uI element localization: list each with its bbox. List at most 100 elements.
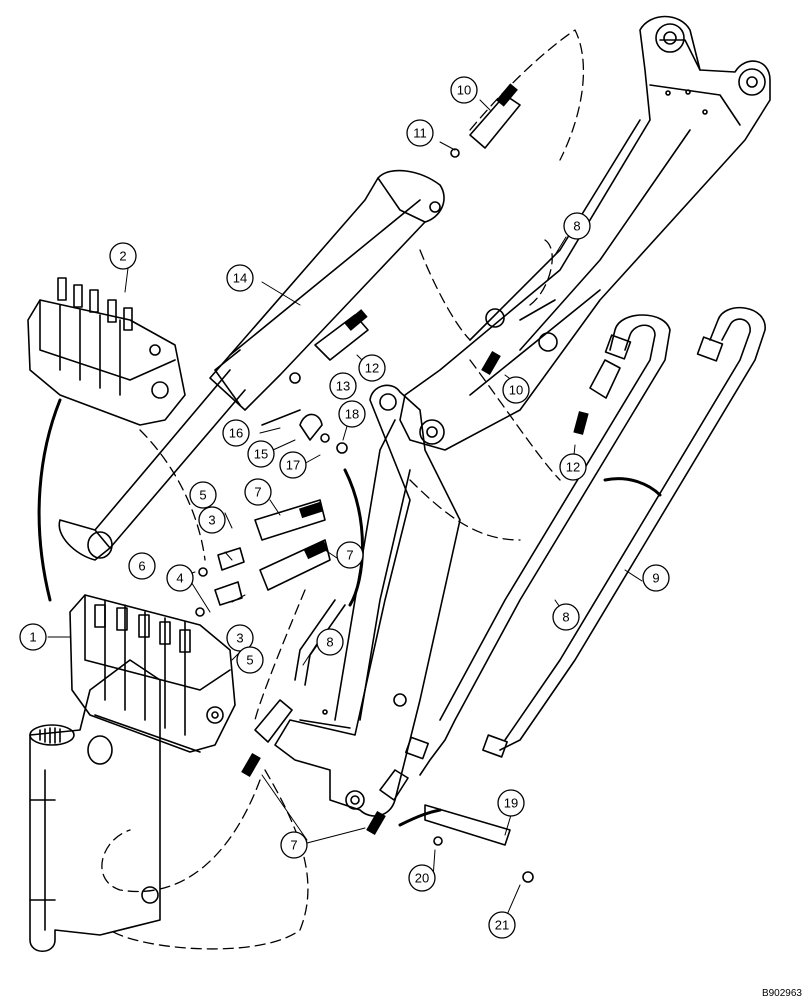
callout-circle (279, 451, 307, 479)
swing-tower (29, 659, 161, 953)
callout-number: 7 (346, 548, 353, 563)
callout-number: 10 (509, 383, 523, 398)
callout-13: 13 (329, 372, 357, 400)
callout-number: 20 (415, 871, 429, 886)
callout-circle (280, 831, 308, 859)
callout-circle (358, 354, 386, 382)
callout-number: 12 (365, 361, 379, 376)
callout-16: 16 (222, 419, 250, 447)
callout-number: 1 (29, 630, 36, 645)
callout-number: 19 (504, 796, 518, 811)
callout-18: 18 (338, 400, 366, 428)
callout-10: 10 (502, 376, 530, 404)
callout-number: 10 (457, 83, 471, 98)
callout-1: 1 (19, 623, 47, 651)
callout-circle (559, 453, 587, 481)
callout-number: 4 (176, 571, 183, 586)
callout-circle (642, 564, 670, 592)
callout-circle (198, 506, 226, 534)
callout-number: 17 (286, 458, 300, 473)
dipper-arm (274, 384, 461, 817)
callout-number: 12 (566, 460, 580, 475)
routing-lines (101, 29, 584, 950)
callout-3: 3 (198, 506, 226, 534)
callout-circle (336, 541, 364, 569)
control-valve-lower (69, 594, 236, 753)
callout-circle (166, 564, 194, 592)
callout-number: 7 (254, 485, 261, 500)
callout-number: 2 (119, 249, 126, 264)
callout-circle (488, 911, 516, 939)
callout-8: 8 (552, 603, 580, 631)
control-valve-upper (27, 277, 186, 426)
callout-14: 14 (226, 264, 254, 292)
callout-15: 15 (247, 440, 275, 468)
callout-19: 19 (497, 789, 525, 817)
callout-circle (408, 864, 436, 892)
callout-circle (19, 623, 47, 651)
callout-circle (450, 76, 478, 104)
callout-number: 3 (236, 631, 243, 646)
drawing-reference-number: B902963 (762, 988, 802, 999)
callout-layer: 1233455677788891010111212131415161718192… (19, 76, 670, 939)
callout-number: 8 (573, 219, 580, 234)
callout-number: 15 (254, 447, 268, 462)
callout-circle (502, 376, 530, 404)
callout-number: 7 (290, 838, 297, 853)
callout-number: 11 (413, 126, 427, 141)
callout-12: 12 (358, 354, 386, 382)
callout-circle (563, 212, 591, 240)
callout-20: 20 (408, 864, 436, 892)
callout-circle (497, 789, 525, 817)
callout-circle (406, 119, 434, 147)
callout-number: 21 (495, 918, 509, 933)
callout-circle (189, 481, 217, 509)
callout-number: 13 (336, 379, 350, 394)
callout-circle (244, 478, 272, 506)
callout-7: 7 (244, 478, 272, 506)
boom (399, 15, 771, 451)
callout-number: 14 (233, 271, 247, 286)
callout-circle (222, 419, 250, 447)
callout-3: 3 (226, 624, 254, 652)
callout-circle (128, 552, 156, 580)
callout-8: 8 (316, 628, 344, 656)
callout-number: 5 (199, 488, 206, 503)
boom-cylinder (58, 169, 445, 561)
callout-circle (109, 242, 137, 270)
callout-17: 17 (279, 451, 307, 479)
tubes (294, 306, 766, 776)
callout-11: 11 (406, 119, 434, 147)
callout-number: 5 (246, 653, 253, 668)
callout-4: 4 (166, 564, 194, 592)
callout-number: 6 (138, 559, 145, 574)
callout-10: 10 (450, 76, 478, 104)
leader-lines (47, 99, 643, 925)
callout-number: 8 (326, 635, 333, 650)
callout-2: 2 (109, 242, 137, 270)
callout-number: 18 (345, 407, 359, 422)
callout-6: 6 (128, 552, 156, 580)
callout-5: 5 (236, 646, 264, 674)
connection-curves (37, 398, 662, 827)
callout-9: 9 (642, 564, 670, 592)
callout-circle (552, 603, 580, 631)
callout-circle (247, 440, 275, 468)
hose-ends (241, 83, 589, 836)
callout-12: 12 (559, 453, 587, 481)
callout-number: 9 (652, 571, 659, 586)
callout-circle (316, 628, 344, 656)
callout-7: 7 (280, 831, 308, 859)
callout-circle (338, 400, 366, 428)
callout-circle (226, 264, 254, 292)
callout-number: 16 (229, 426, 243, 441)
callout-8: 8 (563, 212, 591, 240)
callout-5: 5 (189, 481, 217, 509)
callout-number: 8 (562, 610, 569, 625)
callout-21: 21 (488, 911, 516, 939)
callout-circle (236, 646, 264, 674)
callout-circle (329, 372, 357, 400)
callout-number: 3 (208, 513, 215, 528)
